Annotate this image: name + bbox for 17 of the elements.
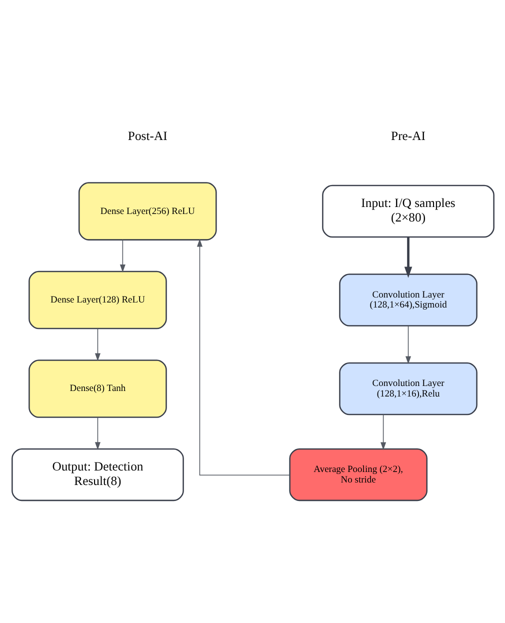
arrow [380,414,386,450]
node-box: Average Pooling (2×2), No stride [288,448,428,502]
node-box: Output: Detection Result(8) [11,448,184,502]
node-box: Convolution Layer (128,1×16),Relu [338,362,477,416]
label: Pre-AI [390,128,425,143]
arrow [405,326,411,364]
node-box: Input: I/Q samples (2×80) [322,184,494,238]
node-box: Dense Layer(128) ReLU [28,270,166,330]
label: Post-AI [127,128,167,143]
node-box: Convolution Layer (128,1×64),Sigmoid [338,274,477,326]
node-box: Dense Layer(256) ReLU [78,182,216,240]
arrow [94,416,100,450]
node-box: Dense(8) Tanh [28,360,166,418]
arrow [404,237,412,278]
arrow [196,238,290,476]
arrow [94,328,100,362]
arrow [119,239,125,272]
